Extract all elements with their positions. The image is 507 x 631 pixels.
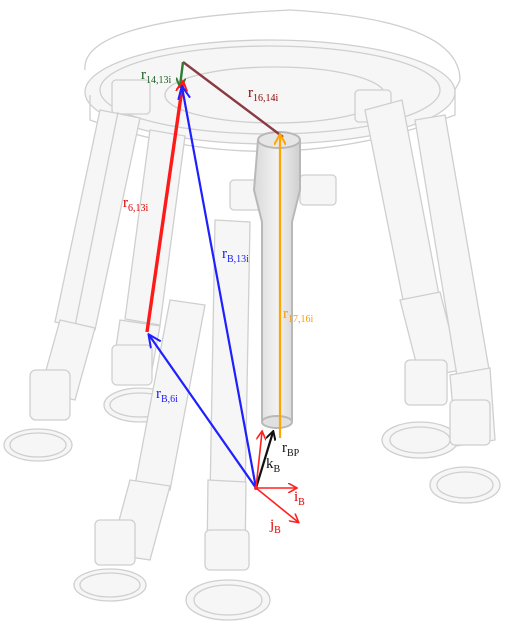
leg-front-left [73, 299, 206, 602]
vector-r-B-6i [149, 335, 257, 489]
label-j-B: jB [269, 517, 281, 536]
label-r-B-6i: rB,6i [156, 386, 178, 405]
leg-right-2 [414, 114, 501, 504]
label-r-16-14i: r16,14i [248, 85, 279, 104]
hexapod-ghost [3, 9, 501, 621]
highlighted-actuator [252, 131, 301, 429]
label-i-B: iB [294, 489, 305, 508]
leg-front-center [185, 219, 271, 621]
leg-left-1 [3, 109, 141, 462]
label-r-6-13i: r6,13i [123, 195, 149, 214]
axis-j-B [255, 487, 298, 522]
label-r-B-13i: rB,13i [222, 246, 249, 265]
vector-r-16-14i [182, 61, 284, 138]
origin-B [254, 486, 258, 490]
axis-k-B [255, 432, 262, 489]
label-k-B: kB [266, 456, 281, 475]
leg-right-1 [364, 99, 461, 459]
label-r-14-13i: r14,13i [141, 67, 172, 86]
labels: r14,13i r16,14i r6,13i rB,13i r17,16i rB… [123, 67, 314, 536]
base-frame [254, 432, 298, 522]
vector-r-BP [254, 432, 273, 489]
vector-r-B-13i [182, 87, 258, 489]
vector-r-6-13i [145, 82, 183, 333]
label-r-17-16i: r17,16i [283, 306, 314, 325]
label-r-BP: rBP [282, 440, 300, 459]
vectors [145, 61, 284, 489]
